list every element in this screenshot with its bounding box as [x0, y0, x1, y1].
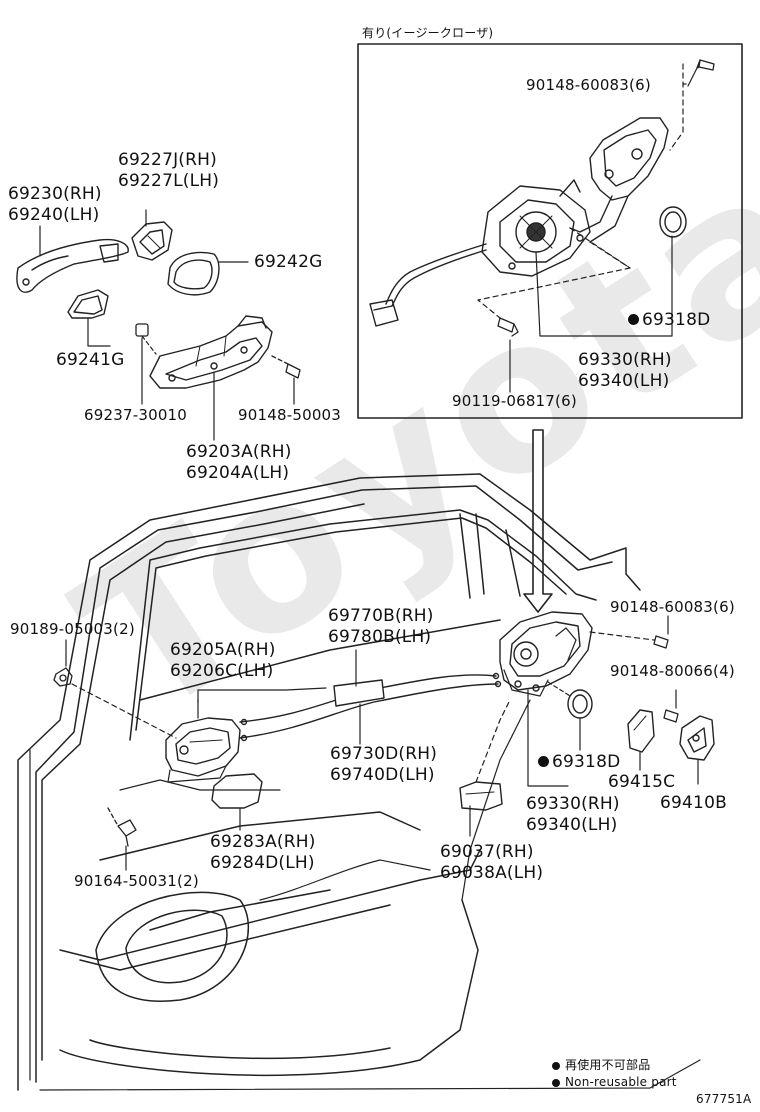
label-rod-rh: 69730D(RH)	[330, 744, 438, 764]
handle-frame	[149, 315, 273, 389]
label-screw: 90164-50031(2)	[74, 872, 199, 890]
cable-assembly	[239, 649, 502, 745]
inset-bolt-bottom	[497, 317, 519, 337]
label-door-non-reusable: 69318D	[538, 752, 620, 773]
label-striker-cover: 69415C	[608, 772, 676, 792]
handle-bezel	[211, 773, 263, 831]
frame-cap	[135, 323, 149, 337]
legend-dot-icon	[552, 1078, 560, 1087]
legend-dot-icon	[552, 1061, 560, 1070]
label-pad-front: 69241G	[56, 350, 125, 370]
figure-id: 677751A	[696, 1092, 752, 1106]
label-handle-lh: 69240(LH)	[8, 205, 100, 225]
label-cap: 69237-30010	[84, 406, 188, 424]
label-protector-rh: 69037(RH)	[440, 842, 534, 862]
label-inset-lock-lh: 69340(LH)	[578, 371, 670, 391]
label-inset-bolt-top: 90148-60083(6)	[526, 76, 651, 94]
label-frame-rh: 69203A(RH)	[186, 442, 292, 462]
label-pad-rear: 69242G	[254, 252, 323, 272]
label-protector-lh: 69038A(LH)	[440, 863, 544, 883]
striker-cover	[627, 709, 655, 771]
door-lock-assembly	[499, 611, 593, 697]
label-cable-lh: 69780B(LH)	[328, 627, 432, 647]
inset-bracket	[569, 117, 669, 243]
label-striker-bolt: 90148-80066(4)	[610, 662, 735, 680]
label-inset-non-reusable: 69318D	[628, 310, 710, 331]
label-cover-rh: 69227J(RH)	[118, 150, 217, 170]
label-bezel-lh: 69284D(LH)	[210, 853, 315, 873]
legend-jp: 再使用不可部品	[552, 1058, 650, 1073]
label-inner-handle-lh: 69206C(LH)	[170, 661, 274, 681]
label-frame-lh: 69204A(LH)	[186, 463, 290, 483]
label-striker: 69410B	[660, 793, 727, 813]
label-bolt: 90148-50003	[238, 406, 342, 424]
label-rod-lh: 69740D(LH)	[330, 765, 435, 785]
label-handle-rh: 69230(RH)	[8, 184, 102, 204]
label-bezel-rh: 69283A(RH)	[210, 832, 316, 852]
non-reusable-marker-icon	[538, 755, 549, 767]
striker-screw	[589, 615, 669, 649]
door-seal-ring	[547, 681, 593, 751]
lock-protector	[459, 699, 511, 837]
legend-en: Non-reusable part	[552, 1075, 677, 1090]
label-inset-bolt-bottom: 90119-06817(6)	[452, 392, 577, 410]
label-cover-lh: 69227L(LH)	[118, 171, 220, 191]
label-lock-lh: 69340(LH)	[526, 815, 618, 835]
striker	[679, 715, 715, 785]
non-reusable-marker-icon	[628, 313, 639, 325]
inset-bolt-top	[696, 59, 715, 71]
label-inner-handle-rh: 69205A(RH)	[170, 640, 276, 660]
outer-handle	[16, 238, 129, 293]
label-inset-lock-rh: 69330(RH)	[578, 350, 672, 370]
inset-title: 有り(イージークローザ)	[362, 26, 494, 40]
inset-seal-ring	[659, 206, 687, 238]
label-striker-screw: 90148-60083(6)	[610, 598, 735, 616]
bezel-screw	[107, 807, 137, 871]
inset-wire-harness	[369, 243, 487, 327]
label-clip: 90189-05003(2)	[10, 620, 135, 638]
inset-frame	[357, 43, 743, 419]
label-lock-rh: 69330(RH)	[526, 794, 620, 814]
handle-cover	[131, 221, 173, 261]
inner-handle	[165, 699, 241, 783]
handle-pad-front	[67, 289, 109, 319]
handle-pad-rear	[167, 251, 220, 296]
frame-bolt	[271, 355, 301, 379]
striker-bolt	[663, 689, 679, 723]
clip	[53, 667, 73, 687]
direction-arrow	[523, 429, 553, 613]
label-cable-rh: 69770B(RH)	[328, 606, 434, 626]
door-panel	[17, 473, 701, 1091]
